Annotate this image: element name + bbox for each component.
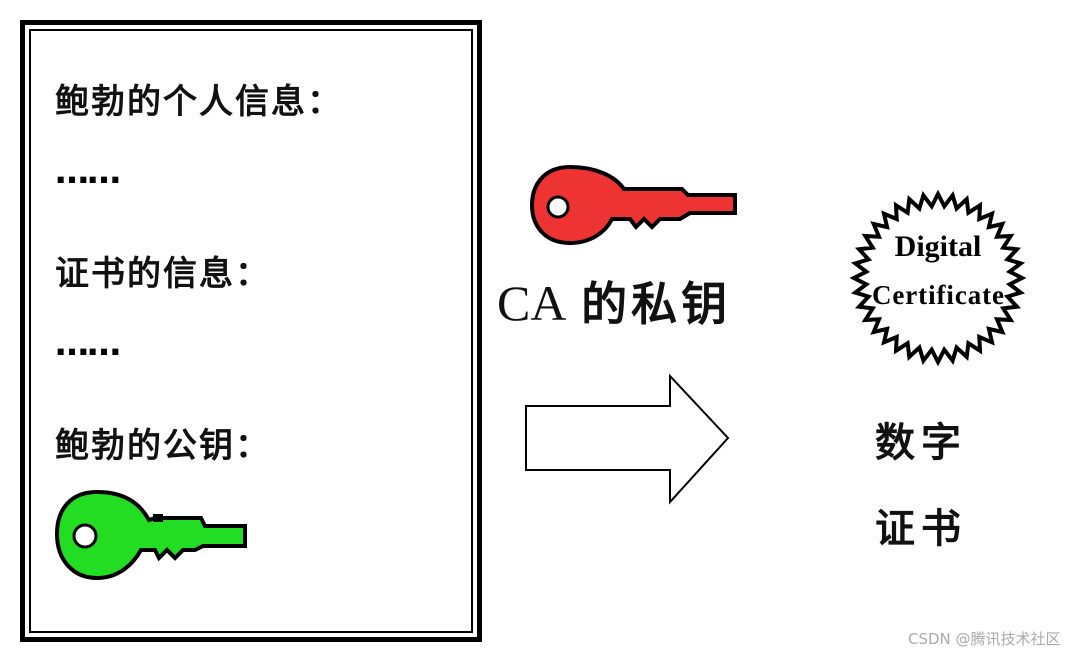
ca-private-key-label: CA 的私钥 bbox=[497, 268, 731, 334]
svg-text:Digital: Digital bbox=[895, 230, 982, 263]
public-key-label: 鲍勃的公钥： bbox=[55, 426, 271, 466]
private-key-text: 的私钥 bbox=[581, 277, 732, 331]
digital-certificate-seal-icon: Digital Certificate bbox=[850, 190, 1026, 366]
cert-info-ellipsis: …… bbox=[55, 324, 121, 364]
digital-label: 数字 bbox=[875, 420, 967, 466]
owner-info-ellipsis: …… bbox=[55, 152, 121, 192]
arrow-right-icon bbox=[525, 373, 730, 505]
private-key-icon bbox=[530, 164, 737, 246]
certificate-content-box bbox=[20, 20, 482, 642]
certificate-label: 证书 bbox=[875, 506, 967, 552]
public-key-icon bbox=[55, 489, 247, 581]
svg-text:Certificate: Certificate bbox=[872, 280, 1004, 310]
watermark: CSDN @腾讯技术社区 bbox=[908, 630, 1061, 648]
ca-text: CA bbox=[497, 275, 567, 331]
owner-info-label: 鲍勃的个人信息： bbox=[55, 82, 343, 122]
cert-info-label: 证书的信息： bbox=[55, 254, 271, 294]
